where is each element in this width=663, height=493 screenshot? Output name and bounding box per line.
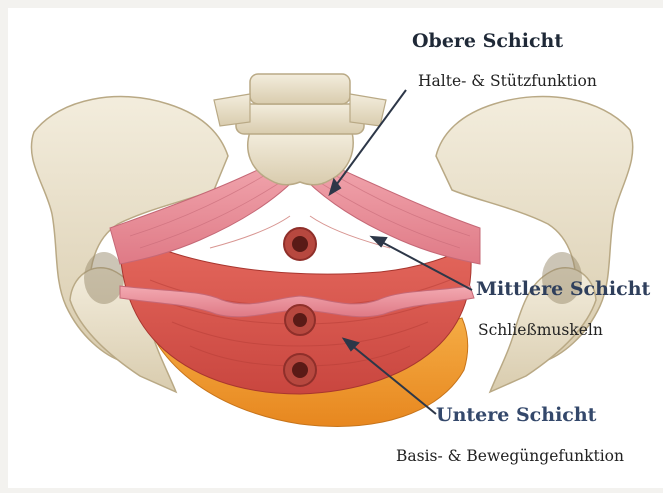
lower-layer-subtitle: Basis- & Bewegüngefunktion xyxy=(396,447,624,465)
urethral-opening xyxy=(284,228,316,260)
vertebra-lower xyxy=(236,104,364,134)
vertebra-process xyxy=(214,94,250,126)
middle-layer-title: Mittlere Schicht xyxy=(476,278,650,300)
upper-layer-title: Obere Schicht xyxy=(412,30,563,52)
lower-layer-title: Untere Schicht xyxy=(436,404,596,426)
anal-opening xyxy=(284,354,316,386)
left-obturator-foramen xyxy=(84,252,124,304)
vertebra-upper xyxy=(250,74,350,104)
upper-layer-subtitle: Halte- & Stützfunktion xyxy=(418,72,597,90)
middle-layer-subtitle: Schließmuskeln xyxy=(478,321,603,339)
vaginal-opening xyxy=(285,305,315,335)
vertebra-process-right xyxy=(350,94,386,126)
